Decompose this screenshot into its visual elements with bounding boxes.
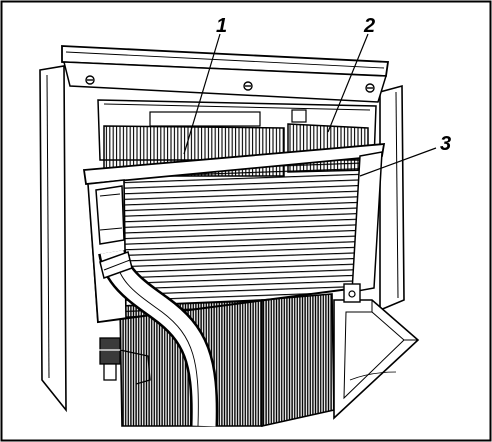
callout-label-1: 1 [216,15,227,37]
drain-fitting [98,337,151,385]
callout-label-3: 3 [440,133,451,155]
coolant-hose [98,248,219,427]
housing-right-panel [379,84,405,312]
lower-core-right [261,293,335,427]
callout-label-2: 2 [363,15,375,37]
base-tray [333,299,420,420]
screw-icon [85,75,375,93]
callout-leaders [183,33,437,177]
housing-left-panel [39,65,67,413]
